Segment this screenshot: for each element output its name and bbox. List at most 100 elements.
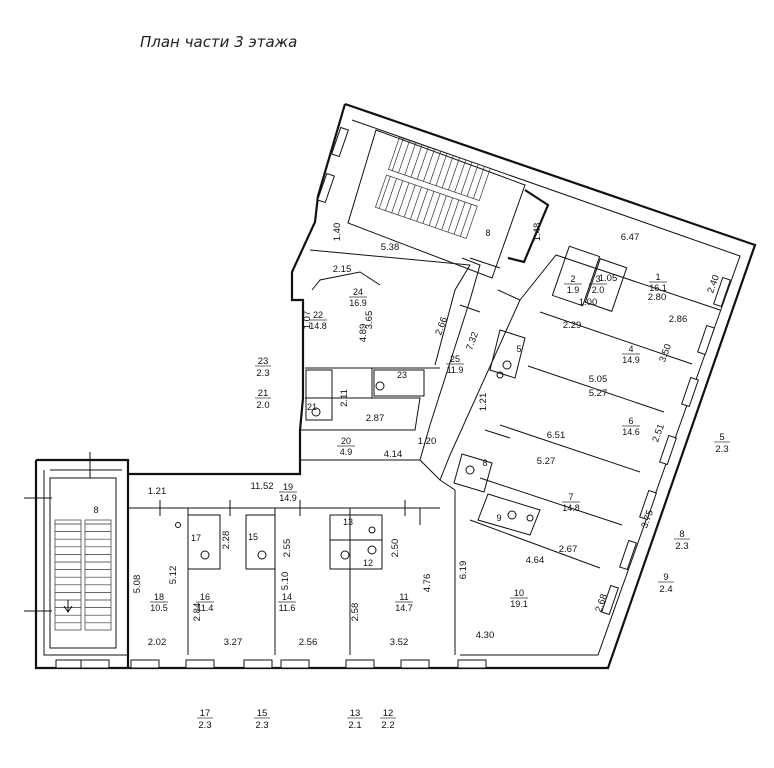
- dimension-label: 5.10: [280, 572, 291, 591]
- dimension-label: 6.47: [621, 232, 640, 243]
- dimension-label: 3.65: [364, 311, 375, 330]
- room-number: 23: [397, 370, 407, 380]
- dimension-label: 2.50: [390, 539, 401, 558]
- room-label: 9: [496, 513, 501, 523]
- dimension-label: 2.58: [350, 603, 361, 622]
- stair-label: 8: [485, 228, 490, 238]
- room-area: 11.4: [197, 603, 214, 613]
- room-area: 14.9: [279, 493, 297, 503]
- exterior-area: 2.1: [348, 720, 361, 731]
- room-number: 3: [595, 274, 600, 284]
- dimension-label: 1.00: [579, 297, 598, 308]
- exterior-area: 2.3: [715, 444, 728, 455]
- dimension-label: 1.21: [478, 393, 489, 412]
- room-label: 204.9: [337, 436, 355, 457]
- exterior-area: 2.3: [675, 541, 688, 552]
- room-label: 17: [191, 533, 201, 543]
- exterior-number: 9: [663, 572, 668, 583]
- exterior-area: 2.0: [256, 400, 269, 411]
- dimension-label: 2.15: [333, 264, 352, 275]
- plan-title: План части 3 этажа: [140, 33, 297, 51]
- room-number: 15: [248, 532, 258, 542]
- exterior-number: 21: [258, 388, 269, 399]
- room-area: 4.9: [340, 447, 353, 457]
- room-number: 24: [353, 287, 363, 297]
- fixtures: [175, 360, 534, 560]
- door-marks: [24, 257, 511, 612]
- room-number: 17: [191, 533, 201, 543]
- room-number: 5: [516, 344, 521, 354]
- room-area: 14.6: [622, 427, 640, 437]
- windows: [55, 126, 731, 669]
- room-label: 15: [248, 532, 258, 542]
- room-area: 14.7: [395, 603, 413, 613]
- exterior-label: 232.3: [255, 356, 271, 379]
- dimension-label: 2.86: [669, 314, 688, 325]
- room-label: 5: [516, 344, 521, 354]
- room-number: 21: [307, 402, 317, 412]
- room-label: 12: [363, 558, 373, 568]
- room-label: 32.0: [589, 274, 607, 295]
- room-area: 2.0: [592, 285, 605, 295]
- dimension-label: 2.55: [282, 539, 293, 558]
- dimension-label: 11.52: [250, 481, 273, 492]
- dimension-label: 3.50: [657, 343, 674, 364]
- exterior-label: 122.2: [380, 708, 396, 731]
- room-area: 11.9: [447, 365, 464, 375]
- room-area: 10.5: [150, 603, 168, 613]
- room-number: 8: [482, 458, 487, 468]
- room-number: 9: [496, 513, 501, 523]
- stair-label: 8: [93, 505, 98, 515]
- room-number: 25: [450, 354, 460, 364]
- room-label: 414.9: [622, 344, 640, 365]
- dimension-label: 2.11: [339, 389, 350, 407]
- room-number: 4: [628, 344, 633, 354]
- exterior-number: 12: [383, 708, 394, 719]
- room-number: 10: [514, 588, 524, 598]
- interior-walls: [49, 129, 721, 655]
- exterior-label: 82.3: [674, 529, 690, 552]
- stair-left: [54, 519, 112, 631]
- room-label: 23: [397, 370, 407, 380]
- dimension-label: 5.27: [537, 456, 556, 467]
- dimension-label: 5.08: [132, 575, 143, 594]
- dimension-label: 5.05: [589, 374, 608, 385]
- room-label: 116.1: [649, 272, 667, 293]
- dimension-label: 2.80: [648, 292, 667, 303]
- room-number: 12: [363, 558, 373, 568]
- dimension-label: 2.66: [433, 316, 450, 337]
- room-area: 14.9: [622, 355, 640, 365]
- exterior-labels: 232.3212.052.382.392.4172.3152.3132.1122…: [197, 356, 730, 731]
- room-number: 2: [570, 274, 575, 284]
- room-number: 14: [282, 592, 292, 602]
- exterior-number: 8: [679, 529, 684, 540]
- dimension-label: 5.38: [381, 242, 400, 253]
- dimension-label: 4.89: [358, 324, 369, 343]
- exterior-label: 132.1: [347, 708, 363, 731]
- room-area: 19.1: [510, 599, 528, 609]
- dimension-label: 2.28: [221, 531, 232, 550]
- dimension-label: 2.84: [192, 603, 203, 622]
- room-area: 14.8: [562, 503, 580, 513]
- room-number: 18: [154, 592, 164, 602]
- dimension-label: 1.48: [532, 223, 543, 242]
- room-labels: 116.121.932.0414.95614.6714.8891019.1111…: [150, 272, 667, 613]
- dimension-label: 3.27: [224, 637, 243, 648]
- room-area: 1.9: [567, 285, 580, 295]
- exterior-number: 5: [719, 432, 724, 443]
- exterior-area: 2.3: [255, 720, 268, 731]
- exterior-label: 212.0: [255, 388, 271, 411]
- room-area: 11.6: [279, 603, 296, 613]
- dimension-label: 1.21: [148, 486, 167, 497]
- room-label: 21.9: [564, 274, 582, 295]
- exterior-label: 92.4: [658, 572, 674, 595]
- room-area: 14.8: [309, 321, 327, 331]
- room-number: 16: [200, 592, 210, 602]
- stair-right: [374, 136, 491, 239]
